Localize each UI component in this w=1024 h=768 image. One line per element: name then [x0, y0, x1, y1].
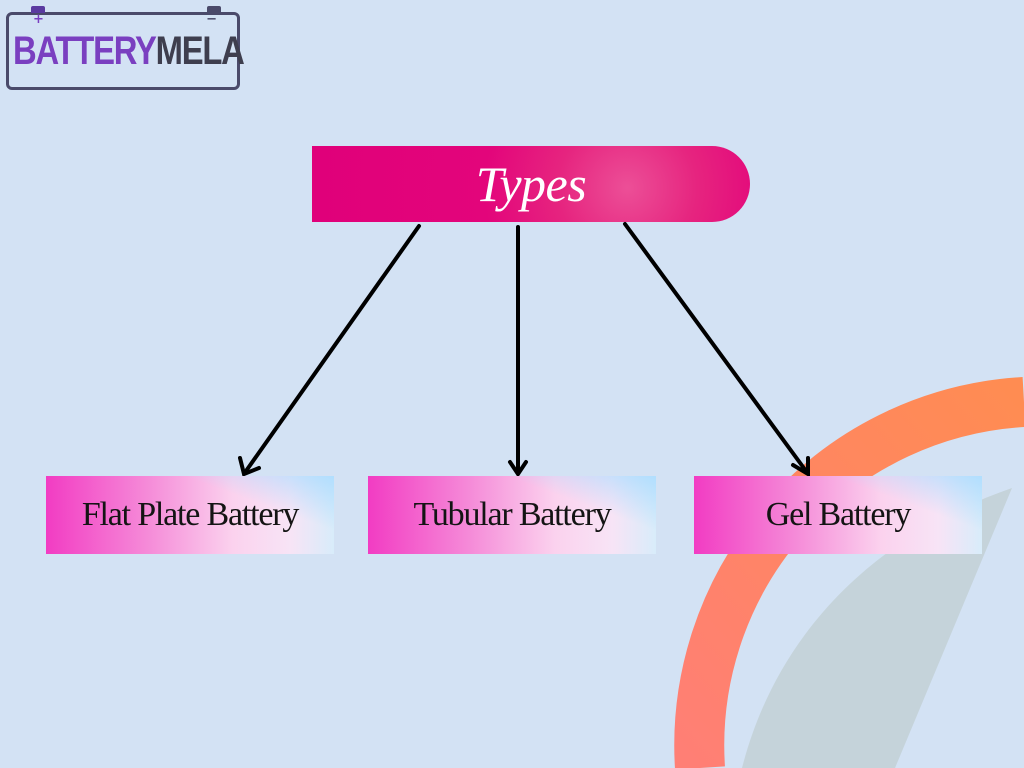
plus-sign: + — [33, 12, 44, 27]
flat-plate-battery-label: Flat Plate Battery — [81, 496, 300, 533]
decorative-arc-shadow — [742, 488, 1012, 768]
types-title: Types — [475, 156, 587, 212]
arrow-to-gel — [623, 222, 808, 473]
logo-text-mela: MELA — [155, 29, 245, 73]
types-root-node: Types — [312, 146, 750, 222]
arrowhead-flat-plate-icon — [238, 456, 261, 477]
tubular-battery-label: Tubular Battery — [413, 496, 611, 533]
minus-sign: − — [206, 12, 217, 27]
gel-battery-label: Gel Battery — [765, 496, 912, 533]
gel-battery-node: Gel Battery — [694, 476, 982, 554]
arrow-to-flat-plate — [244, 224, 421, 473]
arrowhead-gel-icon — [791, 456, 810, 478]
arrowhead-tubular-icon — [508, 460, 528, 478]
tubular-battery-node: Tubular Battery — [368, 476, 656, 554]
flat-plate-battery-node: Flat Plate Battery — [46, 476, 334, 554]
negative-terminal-icon — [207, 6, 221, 13]
batterymela-logo: + − BATTERYMELA — [6, 6, 245, 90]
logo-wordmark: BATTERYMELA — [13, 29, 245, 73]
positive-terminal-icon — [31, 6, 45, 13]
logo-text-battery: BATTERY — [13, 29, 157, 73]
